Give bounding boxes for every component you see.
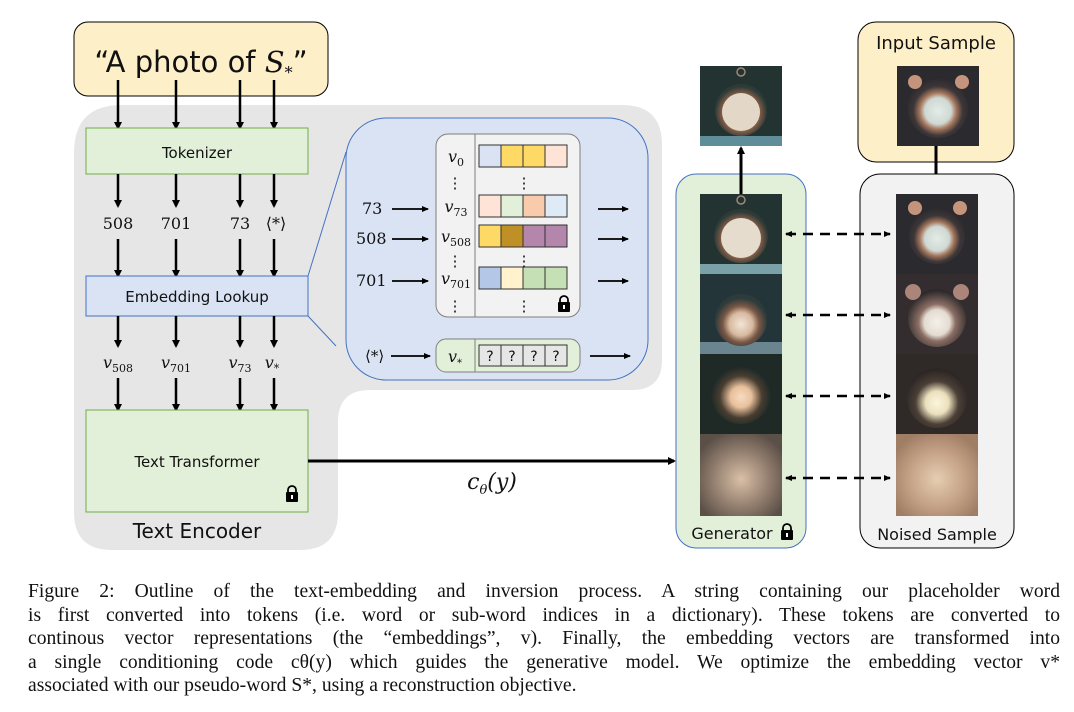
placeholder-token: ⟨*⟩ xyxy=(365,347,384,365)
caption-line: associated with our pseudo-word S*, usin… xyxy=(28,675,577,697)
prompt-text: “A photo of S*” xyxy=(94,45,307,82)
tokenizer-box: Tokenizer xyxy=(85,127,309,175)
embedding-to-transformer-arrows xyxy=(114,378,278,412)
embedding-vector: v* xyxy=(265,353,280,375)
lookup-row: v73 xyxy=(444,194,568,219)
embedding-cell xyxy=(478,144,502,168)
unknown-cell-label: ? xyxy=(486,349,493,365)
ellipsis: ⋮ xyxy=(448,174,463,192)
embedding-cell xyxy=(544,144,568,168)
input-sample-label: Input Sample xyxy=(876,33,996,54)
embedding-lookup-label: Embedding Lookup xyxy=(125,288,269,306)
ellipsis: ⋮ xyxy=(517,174,532,192)
token-id: ⟨*⟩ xyxy=(266,214,286,233)
generator-label: Generator xyxy=(691,524,773,543)
caption-line: continous vector representations (the “e… xyxy=(28,628,1060,650)
prompt-to-tokenizer-arrows xyxy=(114,80,278,130)
noised-image-stack xyxy=(896,194,978,516)
embedding-cell xyxy=(522,224,546,248)
unknown-cell-label: ? xyxy=(508,349,515,365)
embedding-cell xyxy=(522,194,546,218)
vector-label: v701 xyxy=(441,269,471,291)
embedding-cell xyxy=(500,266,524,290)
noised-image-step-4 xyxy=(896,434,978,516)
token-id: 73 xyxy=(230,214,250,233)
ellipsis: ⋮ xyxy=(448,252,463,270)
placeholder-vector-label: v* xyxy=(448,347,462,369)
conditioning-label: cθ(y) xyxy=(467,470,517,498)
caption-line: is first converted into tokens (i.e. wor… xyxy=(28,604,1060,626)
reconstruction-arrows xyxy=(785,231,891,481)
noised-image-step-1 xyxy=(896,194,978,274)
unknown-cell-label: ? xyxy=(552,349,559,365)
vector-label: v73 xyxy=(444,197,467,219)
lookup-row: v0 xyxy=(448,144,568,169)
lookup-table: v0 v73 v508 v701 ⋮ ⋮ ⋮ ⋮ ⋮ ⋮ xyxy=(435,133,581,318)
generated-image-step-4 xyxy=(700,434,782,516)
caption-line: Figure 2: Outline of the text-embedding … xyxy=(28,581,1060,602)
ellipsis: ⋮ xyxy=(517,252,532,270)
generated-image-step-2 xyxy=(700,274,782,354)
embedding-vector: v508 xyxy=(103,353,133,375)
caption-line: a single conditioning code cθ(y) which g… xyxy=(28,651,1060,673)
unknown-cell-label: ? xyxy=(530,349,537,365)
unknown-cell xyxy=(544,344,568,367)
lookup-output-arrows-panel xyxy=(598,206,629,284)
embedding-cell xyxy=(544,266,568,290)
output-image xyxy=(700,66,782,146)
token-id: 701 xyxy=(161,214,192,233)
prompt-box: “A photo of S*” xyxy=(73,21,329,97)
embedding-vectors: v508 v701 v73 v* xyxy=(103,353,280,375)
embedding-cell xyxy=(500,194,524,218)
text-encoder-label: Text Encoder xyxy=(132,519,262,543)
ellipsis: ⋮ xyxy=(517,297,532,315)
embedding-lookup-box: Embedding Lookup xyxy=(85,275,309,317)
text-inversion-diagram: “A photo of S*” Tokenizer 508 701 73 ⟨*⟩ xyxy=(73,21,1015,550)
zoom-connector-lines xyxy=(307,151,347,347)
input-sample-box: Input Sample xyxy=(857,21,1015,163)
index-label: 508 xyxy=(356,229,387,248)
generated-image-step-1 xyxy=(700,194,782,274)
lookup-input-indices: 73 508 701 xyxy=(356,199,429,290)
text-transformer-label: Text Transformer xyxy=(133,453,260,471)
embedding-cell xyxy=(544,194,568,218)
generated-image-step-3 xyxy=(700,354,782,434)
lookup-ellipses: ⋮ ⋮ ⋮ ⋮ ⋮ ⋮ xyxy=(448,174,532,315)
embedding-vector: v73 xyxy=(228,353,251,375)
noised-image-step-3 xyxy=(896,354,978,434)
token-to-lookup-arrows xyxy=(114,239,278,278)
embedding-cell xyxy=(478,266,502,290)
conditioning-arrow: cθ(y) xyxy=(308,457,676,498)
tokenizer-label: Tokenizer xyxy=(161,144,233,162)
tokenizer-output-arrows xyxy=(114,174,278,208)
embedding-cell xyxy=(544,224,568,248)
embedding-cell xyxy=(478,224,502,248)
lookup-row: v701 xyxy=(441,266,568,291)
placeholder-embedding: ⟨*⟩ v* ???? xyxy=(365,338,631,373)
embedding-cell xyxy=(478,194,502,218)
vector-label: v0 xyxy=(448,147,464,169)
token-id: 508 xyxy=(103,214,134,233)
ellipsis: ⋮ xyxy=(448,297,463,315)
embedding-cell xyxy=(522,266,546,290)
noised-image-step-2 xyxy=(896,274,978,354)
embedding-cell xyxy=(522,144,546,168)
generated-image-stack xyxy=(700,194,782,516)
vector-label: v508 xyxy=(441,227,471,249)
index-label: 73 xyxy=(362,199,382,218)
embedding-cell xyxy=(500,224,524,248)
noised-sample-label: Noised Sample xyxy=(877,525,997,544)
embedding-vector: v701 xyxy=(161,353,191,375)
lookup-output-arrows xyxy=(114,316,278,348)
lock-icon xyxy=(286,485,298,502)
figure-caption: Figure 2: Outline of the text-embedding … xyxy=(28,580,1060,698)
lock-icon xyxy=(558,295,570,312)
lock-icon xyxy=(781,523,793,540)
input-sample-image xyxy=(897,66,979,146)
token-ids: 508 701 73 ⟨*⟩ xyxy=(103,214,287,233)
lookup-row: v508 xyxy=(441,224,568,249)
embedding-cell xyxy=(500,144,524,168)
text-transformer-box: Text Transformer xyxy=(85,409,309,513)
index-label: 701 xyxy=(356,271,387,290)
